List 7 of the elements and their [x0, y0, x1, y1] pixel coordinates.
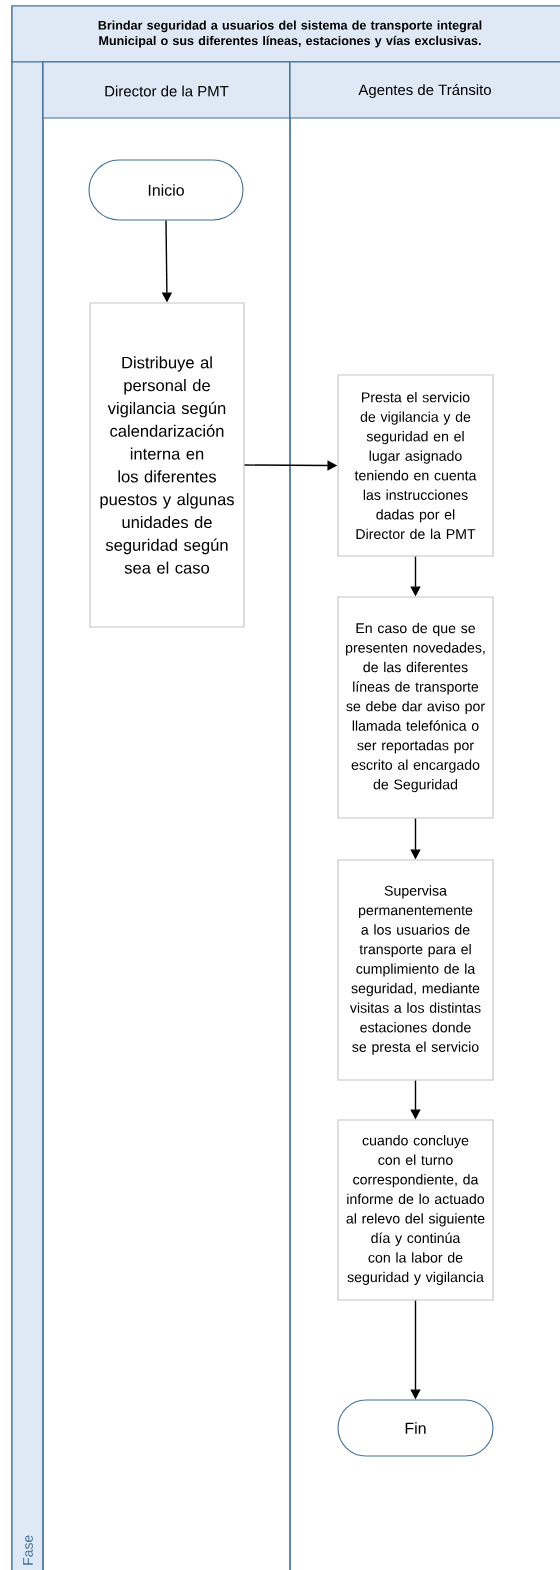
process-box: En caso de que se presenten novedades, de las diferentes líneas de transporte se debe dar aviso por llamada telefónica o ser reportadas por escrito al encargado de Seguridad [337, 596, 494, 819]
process-box: cuando concluye con el turno correspondiente, da informe de lo actuado al relevo del siguiente día y continúa con la labor de seguridad y vigilancia [337, 1119, 494, 1301]
terminator: Fin [337, 1399, 494, 1457]
process-box: Presta el servicio de vigilancia y de seguridad en el lugar asignado teniendo en cuenta las instrucciones dadas por el Director de la PMT [337, 374, 494, 557]
process-box: Distribuye al personal de vigilancia según calendarización interna en los diferentes puestos y algunas unidades de seguridad según sea el caso [89, 302, 245, 628]
process-box: Supervisa permanentemente a los usuarios de transporte para el cumplimiento de la seguridad, mediante visitas a los distintas estaciones donde se presta el servicio [337, 859, 494, 1081]
terminator: Inicio [88, 159, 244, 221]
